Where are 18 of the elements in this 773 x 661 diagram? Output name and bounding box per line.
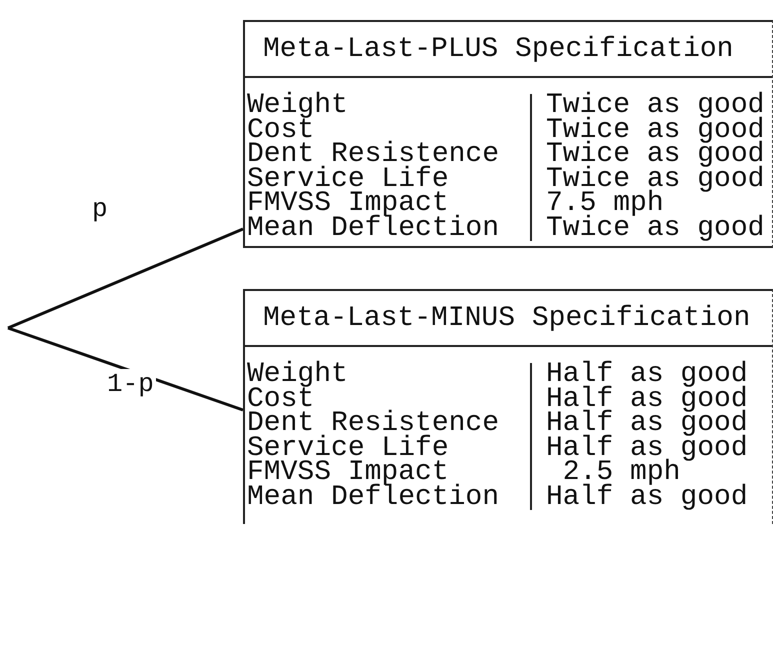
spec-value: Twice as good <box>530 216 772 241</box>
branch-line <box>8 326 244 412</box>
table-heading: Meta-Last-MINUS Specification <box>263 302 750 334</box>
spec-name: Weight <box>246 94 349 118</box>
spec-name: Service Life <box>246 168 450 192</box>
spec-name: FMVSS Impact <box>246 192 449 216</box>
branch-line <box>7 228 244 330</box>
spec-name: Cost <box>246 388 314 412</box>
spec-name: FMVSS Impact <box>246 461 449 486</box>
spec-value: Half as good <box>530 486 772 510</box>
spec-name: Mean Deflection <box>246 216 500 241</box>
spec-name: Service Life <box>246 436 450 461</box>
table-heading: Meta-Last-PLUS Specification <box>263 34 734 64</box>
spec-name: Weight <box>246 363 349 388</box>
spec-name: Cost <box>246 118 314 143</box>
spec-table <box>243 289 773 524</box>
spec-table <box>243 20 773 248</box>
spec-name: Mean Deflection <box>246 486 500 510</box>
